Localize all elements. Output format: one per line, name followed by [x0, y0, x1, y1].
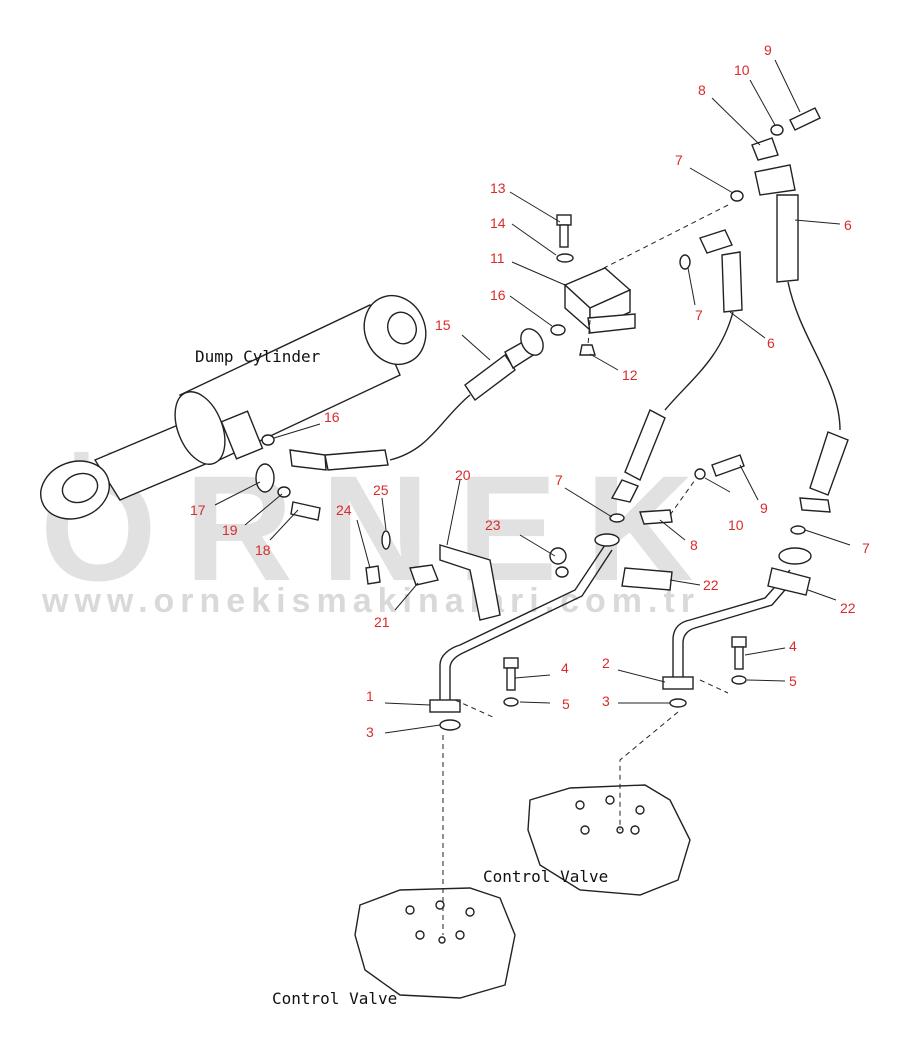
callout-5-right: 5: [789, 673, 797, 689]
callout-19: 19: [222, 522, 238, 538]
callout-4-right: 4: [789, 638, 797, 654]
bracket-20: [365, 530, 811, 621]
callouts: 9 10 8 7 6 13 14 11 16 7 15 6 12 16 20 7…: [190, 42, 870, 740]
callout-3-left: 3: [366, 724, 374, 740]
callout-6-right: 6: [844, 217, 852, 233]
callout-7-top: 7: [675, 152, 683, 168]
callout-7-middle: 7: [695, 307, 703, 323]
dump-cylinder: Dump Cylinder: [40, 294, 427, 520]
callout-18: 18: [255, 542, 271, 558]
control-valve-left: Control Valve: [272, 735, 516, 1008]
hose-6-middle: [610, 229, 743, 503]
callout-2: 2: [602, 655, 610, 671]
watermark-url: www.ornekismakinalari.com.tr: [41, 582, 700, 620]
tube-2: [662, 547, 812, 708]
callout-21: 21: [374, 614, 390, 630]
callout-16-bottom: 16: [324, 409, 340, 425]
cylinder-hardware: [255, 434, 321, 521]
callout-23: 23: [485, 517, 501, 533]
callout-3-right: 3: [602, 693, 610, 709]
callout-5-left: 5: [562, 696, 570, 712]
hose-6-right: [599, 107, 849, 513]
dump-cylinder-caption: Dump Cylinder: [195, 347, 321, 366]
callout-13: 13: [490, 180, 506, 196]
callout-20: 20: [455, 467, 471, 483]
bolts-washers: [503, 636, 747, 707]
callout-25: 25: [373, 482, 389, 498]
control-valve-left-caption: Control Valve: [272, 989, 397, 1008]
callout-10-top: 10: [734, 62, 750, 78]
callout-8-top: 8: [698, 82, 706, 98]
callout-9-top: 9: [764, 42, 772, 58]
callout-1: 1: [366, 688, 374, 704]
callout-11: 11: [490, 250, 505, 266]
tube-1: [429, 533, 620, 731]
callout-22-middle: 22: [703, 577, 719, 593]
callout-17: 17: [190, 502, 206, 518]
callout-9-bottom: 9: [760, 500, 768, 516]
block-11: [550, 214, 636, 356]
lower-hardware: [609, 454, 806, 535]
callout-14: 14: [490, 215, 506, 231]
callout-7-lower: 7: [555, 472, 563, 488]
leader-lines: [214, 59, 851, 734]
callout-22-right: 22: [840, 600, 856, 616]
callout-12: 12: [622, 367, 638, 383]
callout-24: 24: [336, 502, 352, 518]
callout-4-left: 4: [561, 660, 569, 676]
callout-7-right: 7: [862, 540, 870, 556]
callout-8-bottom: 8: [690, 537, 698, 553]
watermark: ÖRNEK www.ornekismakinalari.com.tr: [40, 444, 700, 620]
control-valve-right: Control Valve: [483, 711, 691, 896]
callout-10-bottom: 10: [728, 517, 744, 533]
callout-16-top: 16: [490, 287, 506, 303]
callout-15: 15: [435, 317, 451, 333]
hose-15: [289, 328, 544, 471]
callout-6-middle: 6: [767, 335, 775, 351]
control-valve-right-caption: Control Valve: [483, 867, 608, 886]
